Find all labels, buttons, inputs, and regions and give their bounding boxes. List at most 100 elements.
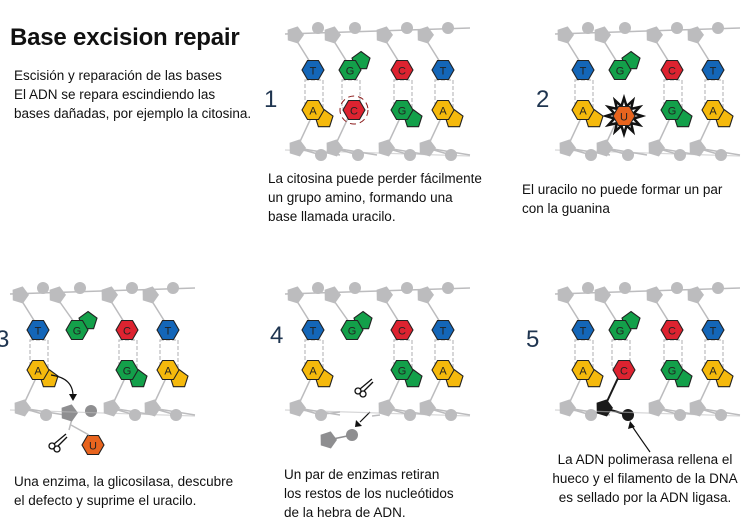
caption-line: es sellado por la ADN ligasa. [558, 490, 732, 505]
arrowhead-icon [355, 420, 362, 427]
base-G-icon [660, 359, 684, 381]
caption-line: los restos de los nucleótidos [284, 486, 454, 501]
bond-line [696, 147, 741, 156]
base-G-icon [115, 359, 139, 381]
caption-step-4: Un par de enzimas retiran los restos de … [284, 465, 454, 522]
arrowhead-icon [628, 421, 635, 429]
base-C-icon [115, 319, 139, 341]
caption-line: con la guanina [522, 201, 610, 216]
phosphate-icon [349, 22, 361, 34]
base-A-icon [571, 99, 595, 121]
caption-line: El uracilo no puede formar un par [522, 182, 723, 197]
base-label: U [620, 112, 628, 124]
bond-line [9, 409, 196, 417]
phosphate-icon [619, 282, 631, 294]
base-label: G [398, 106, 407, 118]
phosphate-icon [74, 282, 86, 294]
phosphate-icon [85, 405, 97, 417]
base-label: A [579, 366, 587, 378]
caption-step-5: La ADN polimerasa rellena el hueco y el … [540, 450, 750, 507]
bond-line [371, 414, 381, 417]
step-number-4: 4 [270, 322, 284, 349]
phosphate-icon [582, 22, 594, 34]
scissors-handle [359, 390, 367, 398]
base-label: T [580, 326, 587, 338]
base-G-icon [660, 99, 684, 121]
bond-line [694, 297, 711, 323]
intro-text: Escisión y reparación de las bases El AD… [14, 66, 251, 123]
base-A-icon [301, 359, 325, 381]
bond-line [19, 297, 36, 323]
base-label: C [398, 326, 406, 338]
bond-line [53, 433, 67, 445]
amino-loss-marker [339, 95, 369, 125]
base-label: A [34, 366, 42, 378]
bond-line [151, 407, 196, 416]
sugar-icon [287, 26, 304, 44]
base-A-icon [571, 359, 595, 381]
base-T-icon [701, 319, 725, 341]
base-label: G [346, 66, 355, 78]
base-A-icon [701, 99, 725, 121]
step-number-2: 2 [536, 86, 550, 113]
base-label: C [620, 366, 628, 378]
bond-line [149, 297, 166, 323]
scissors-icon [354, 378, 374, 398]
caption-line: hueco y el filamento de la DNA [552, 471, 738, 486]
bond-line [653, 37, 670, 63]
base-label: C [123, 326, 131, 338]
sugar-icon [101, 286, 118, 304]
base-label: A [309, 106, 317, 118]
base-label: G [668, 106, 677, 118]
bond-line [426, 147, 471, 156]
step-number-5: 5 [526, 326, 540, 353]
caption-line: el defecto y suprime el uracilo. [14, 493, 197, 508]
base-T-icon [571, 319, 595, 341]
sugar-icon [557, 286, 574, 304]
base-G-icon [340, 319, 364, 341]
sugar-icon [417, 286, 434, 304]
arrow-icon [359, 411, 371, 423]
base-label: T [580, 66, 587, 78]
sugar-icon [324, 286, 341, 304]
bond-line [284, 409, 471, 417]
phosphate-icon [671, 282, 683, 294]
bond-line [694, 37, 711, 63]
base-A-icon [26, 359, 50, 381]
base-C-icon [390, 59, 414, 81]
base-C-icon [612, 359, 636, 381]
phosphate-icon [442, 282, 454, 294]
step-number-1: 1 [264, 86, 278, 113]
base-T-icon [301, 59, 325, 81]
bond-line [653, 297, 670, 323]
base-label: A [439, 106, 447, 118]
bond-line [554, 149, 741, 157]
bond-line [363, 381, 374, 392]
arrow-icon [631, 425, 651, 453]
sugar-icon [376, 286, 393, 304]
base-G-icon [338, 59, 362, 81]
caption-line: La ADN polimerasa rellena el [557, 452, 733, 467]
base-label: T [440, 326, 447, 338]
intro-line: bases dañadas, por ejemplo la citosina. [14, 106, 252, 121]
bond-line [696, 407, 741, 416]
base-label: T [35, 326, 42, 338]
base-A-icon [431, 99, 455, 121]
phosphate-icon [401, 22, 413, 34]
bond-line [56, 297, 75, 323]
bond-line [424, 297, 441, 323]
phosphate-icon [712, 282, 724, 294]
base-A-icon [156, 359, 180, 381]
base-T-icon [26, 319, 50, 341]
caption-line: Una enzima, la glicosilasa, descubre [14, 474, 234, 489]
sugar-icon [687, 26, 704, 44]
base-T-icon [431, 319, 455, 341]
base-G-icon [608, 319, 632, 341]
base-label: C [668, 66, 676, 78]
base-label: A [579, 106, 587, 118]
base-label: C [398, 66, 406, 78]
base-label: A [709, 106, 717, 118]
base-U-icon [81, 434, 105, 456]
